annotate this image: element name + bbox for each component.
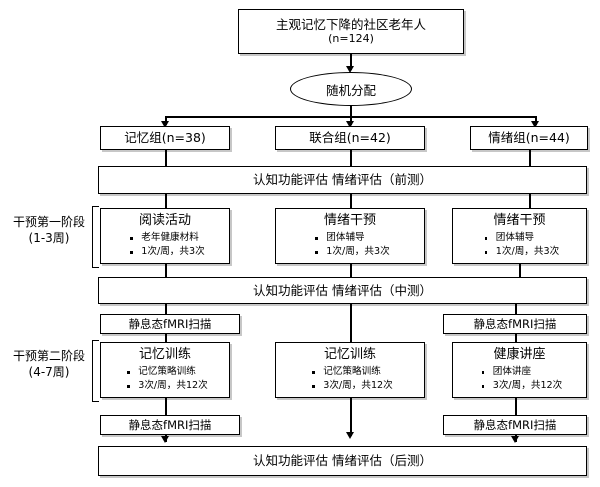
arrow-p2-2-to-posttest [346,432,355,439]
node-population-title: 主观记忆下降的社区老年人 [275,16,426,32]
arrow-bus-to-group-3 [531,121,540,128]
connector-p2-2-to-posttest [350,398,352,436]
node-phase1-combined: 情绪干预 团体辅导 1次/周，共3次 [275,208,425,264]
bullet: 1次/周，共3次 [312,245,390,259]
stage-label-1-line1: 干预第一阶段 [12,215,85,229]
stage-bracket-2 [92,340,99,402]
node-phase2-emotion-bullets: 团体讲座 3次/周，共12次 [477,365,563,393]
connector-pretest-to-p1-2 [350,194,352,208]
node-assessment-post: 认知功能评估 情绪评估（后测） [98,446,587,476]
node-fmri-scan-2-left-label: 静息态fMRI扫描 [128,417,212,432]
connector-midtest-to-fmri-left [165,304,167,314]
node-assessment-pre-label: 认知功能评估 情绪评估（前测） [253,172,432,188]
node-group-combined: 联合组(n=42) [275,126,425,150]
stage-label-2-line2: (4-7周) [28,365,70,380]
node-assessment-mid: 认知功能评估 情绪评估（中测） [98,277,587,304]
connector-group-2-to-pretest [350,150,352,166]
connector-bus-to-group-2 [350,116,352,125]
connector-group-3-to-pretest [529,150,531,166]
arrow-bus-to-group-2 [346,121,355,128]
arrow-fmri-2-right-to-posttest [511,436,520,443]
node-group-memory: 记忆组(n=38) [100,126,230,150]
node-phase2-emotion: 健康讲座 团体讲座 3次/周，共12次 [452,342,587,398]
node-fmri-scan-2-right: 静息态fMRI扫描 [443,415,587,435]
node-phase2-combined-bullets: 记忆策略训练 3次/周，共12次 [307,365,393,393]
node-phase2-memory-bullets: 记忆策略训练 3次/周，共12次 [122,365,208,393]
node-fmri-scan-1-left-label: 静息态fMRI扫描 [128,316,212,331]
bullet: 记忆策略训练 [124,365,208,379]
bullet: 老年健康材料 [127,231,204,245]
connector-population-to-random [350,54,352,70]
node-phase2-emotion-title: 健康讲座 [493,347,546,362]
node-fmri-scan-1-right-label: 静息态fMRI扫描 [473,316,557,331]
node-assessment-post-label: 认知功能评估 情绪评估（后测） [253,453,432,469]
stage-label-2-line1: 干预第二阶段 [12,349,85,363]
arrow-population-to-random [346,66,355,73]
connector-p2-1-to-fmri-2 [165,398,167,415]
node-phase1-memory-bullets: 老年健康材料 1次/周，共3次 [125,231,205,259]
bullet: 3次/周，共12次 [124,379,208,393]
node-phase2-combined: 记忆训练 记忆策略训练 3次/周，共12次 [275,342,425,398]
node-fmri-scan-2-left: 静息态fMRI扫描 [100,415,240,435]
node-population: 主观记忆下降的社区老年人 (n=124) [238,9,464,54]
node-fmri-scan-2-right-label: 静息态fMRI扫描 [473,417,557,432]
node-randomization-label: 随机分配 [325,82,376,98]
bullet: 团体讲座 [479,365,563,379]
stage-label-1: 干预第一阶段 (1-3周) [6,214,92,246]
node-group-memory-label: 记忆组(n=38) [124,130,206,146]
connector-bus-to-group-1 [165,116,167,125]
node-assessment-pre: 认知功能评估 情绪评估（前测） [98,166,587,194]
node-phase1-combined-title: 情绪干预 [323,213,376,228]
connector-fmri-1-right-to-p2 [515,334,517,342]
bullet: 1次/周，共3次 [482,245,559,259]
node-phase2-memory: 记忆训练 记忆策略训练 3次/周，共12次 [100,342,230,398]
connector-p2-3-to-fmri-2 [515,398,517,415]
node-randomization: 随机分配 [290,72,412,106]
node-phase1-memory-title: 阅读活动 [138,213,191,228]
connector-pretest-to-p1-3 [529,194,531,208]
node-phase2-combined-title: 记忆训练 [323,347,376,362]
connector-pretest-to-p1-1 [165,194,167,208]
stage-label-2: 干预第二阶段 (4-7周) [6,348,92,380]
node-phase1-combined-bullets: 团体辅导 1次/周，共3次 [310,231,390,259]
node-group-combined-label: 联合组(n=42) [309,130,391,146]
node-phase1-emotion: 情绪干预 团体辅导 1次/周，共3次 [452,208,587,264]
bullet: 3次/周，共12次 [309,379,393,393]
node-phase1-memory: 阅读活动 老年健康材料 1次/周，共3次 [100,208,230,264]
node-phase2-memory-title: 记忆训练 [138,347,191,362]
stage-label-1-line2: (1-3周) [28,231,70,246]
connector-midtest-to-fmri-right [515,304,517,314]
connector-bus-to-group-3 [535,116,537,125]
connector-midtest-to-p2-middle [350,304,352,342]
arrow-bus-to-group-1 [161,121,170,128]
connector-p1-1-to-midtest [165,264,167,277]
connector-random-to-bus [350,106,352,117]
arrow-fmri-2-left-to-posttest [161,436,170,443]
connector-group-1-to-pretest [165,150,167,166]
node-assessment-mid-label: 认知功能评估 情绪评估（中测） [253,282,432,298]
bullet: 记忆策略训练 [309,365,393,379]
node-group-emotion-label: 情绪组(n=44) [488,130,570,146]
bullet: 3次/周，共12次 [479,379,562,393]
node-population-count: (n=124) [328,32,374,46]
stage-bracket-1 [92,206,99,268]
bullet: 1次/周，共3次 [127,245,205,259]
bullet: 团体辅导 [482,231,559,245]
connector-fmri-1-left-to-p2 [165,334,167,342]
node-phase1-emotion-title: 情绪干预 [493,213,546,228]
connector-p1-3-to-midtest [519,264,521,277]
connector-p1-2-to-midtest [350,264,352,277]
node-fmri-scan-1-left: 静息态fMRI扫描 [100,314,240,334]
bullet: 团体辅导 [312,231,389,245]
node-phase1-emotion-bullets: 团体辅导 1次/周，共3次 [480,231,559,259]
node-fmri-scan-1-right: 静息态fMRI扫描 [443,314,587,334]
node-group-emotion: 情绪组(n=44) [470,126,588,150]
